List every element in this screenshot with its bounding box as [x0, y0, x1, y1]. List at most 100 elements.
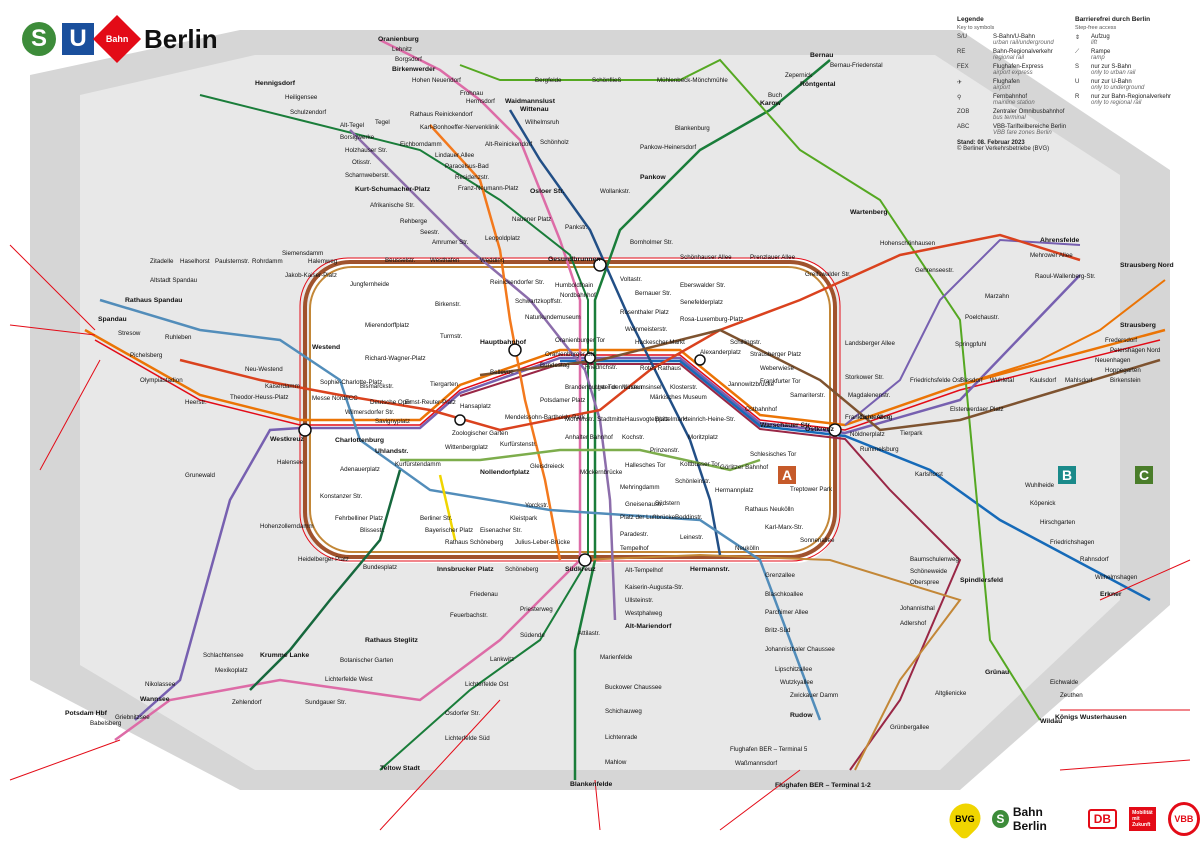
- station-label[interactable]: Innsbrucker Platz: [437, 566, 494, 573]
- station-label[interactable]: Borsigwerke: [340, 134, 375, 141]
- station-label[interactable]: Blankenburg: [675, 125, 710, 132]
- station-label[interactable]: Kurfürstendamm: [395, 461, 441, 468]
- station-label[interactable]: Wedding: [480, 257, 505, 264]
- station-label[interactable]: Teltow Stadt: [380, 765, 420, 772]
- station-label[interactable]: Parchimer Allee: [765, 609, 809, 616]
- station-label[interactable]: Hoppegarten: [1105, 367, 1141, 374]
- station-label[interactable]: Hermannplatz: [715, 487, 754, 494]
- station-label[interactable]: Südende: [520, 632, 545, 639]
- station-label[interactable]: Blissestr.: [360, 527, 385, 534]
- station-label[interactable]: Stadtmitte: [597, 416, 625, 423]
- station-label[interactable]: Humboldthain: [555, 282, 594, 289]
- station-label[interactable]: Nollendorfplatz: [480, 469, 530, 476]
- station-label[interactable]: Ernst-Reuter-Platz: [405, 399, 456, 406]
- hub-hauptbahnhof[interactable]: [508, 343, 522, 357]
- station-label[interactable]: Attilastr.: [578, 630, 601, 637]
- station-label[interactable]: Hermannstr.: [690, 566, 730, 573]
- station-label[interactable]: Nordbahnhof: [560, 292, 596, 299]
- station-label[interactable]: Märkisches Museum: [650, 394, 707, 401]
- station-label[interactable]: Baumschulenweg: [910, 556, 959, 563]
- station-label[interactable]: Borgsdorf: [395, 56, 422, 63]
- station-label[interactable]: Wutzkyallee: [780, 679, 814, 686]
- station-label[interactable]: Wilhelmsruh: [525, 119, 560, 126]
- station-label[interactable]: Schlachtensee: [203, 652, 244, 659]
- station-label[interactable]: Osloer Str.: [530, 188, 565, 195]
- station-label[interactable]: Unter den Linden: [595, 384, 643, 391]
- station-label[interactable]: Siemensdamm: [282, 250, 324, 257]
- station-label[interactable]: Britz-Süd: [765, 627, 791, 634]
- station-label[interactable]: Residenzstr.: [455, 174, 490, 181]
- station-label[interactable]: Landsberger Allee: [845, 340, 895, 347]
- station-label[interactable]: Rotes Rathaus: [640, 365, 681, 372]
- station-label[interactable]: Priesterweg: [520, 606, 553, 613]
- station-label[interactable]: Rummelsburg: [860, 446, 899, 453]
- station-label[interactable]: Lipschitzallee: [775, 666, 813, 673]
- station-label[interactable]: Bellevue: [490, 369, 514, 376]
- station-label[interactable]: Flughafen BER – Terminal 5: [730, 746, 808, 753]
- station-label[interactable]: Schillingstr.: [730, 339, 762, 346]
- station-label[interactable]: Schulzendorf: [290, 109, 327, 116]
- station-label[interactable]: Leinestr.: [680, 534, 704, 541]
- station-label[interactable]: Halensee: [277, 459, 304, 466]
- station-label[interactable]: Yorckstr.: [525, 502, 549, 509]
- station-label[interactable]: Eichwalde: [1050, 679, 1079, 686]
- station-label[interactable]: Gesundbrunnen: [548, 256, 601, 263]
- station-label[interactable]: Lichterfelde Süd: [445, 735, 490, 742]
- station-label[interactable]: Schöneberg: [505, 566, 539, 573]
- station-label[interactable]: Wannsee: [140, 696, 170, 703]
- station-label[interactable]: Tierpark: [900, 430, 923, 437]
- station-label[interactable]: Jannowitzbrücke: [728, 381, 775, 388]
- station-label[interactable]: Konstanzer Str.: [320, 493, 363, 500]
- station-label[interactable]: Spandau: [98, 316, 127, 323]
- station-label[interactable]: Johannisthal: [900, 605, 935, 612]
- station-label[interactable]: Seestr.: [420, 229, 440, 236]
- station-label[interactable]: Mahlsdorf: [1065, 377, 1093, 384]
- station-label[interactable]: Senefelderplatz: [680, 299, 723, 306]
- station-label[interactable]: Blaschkoallee: [765, 591, 804, 598]
- station-label[interactable]: Zepernick: [785, 72, 813, 79]
- station-label[interactable]: Oberspree: [910, 579, 940, 586]
- station-label[interactable]: Heinrich-Heine-Str.: [683, 416, 736, 423]
- hub-gesundbrunnen[interactable]: [593, 258, 607, 272]
- station-label[interactable]: Mierendorffplatz: [365, 322, 410, 329]
- station-label[interactable]: Wildau: [1040, 718, 1063, 725]
- station-label[interactable]: Elsterwerdaer Platz: [950, 406, 1004, 413]
- station-label[interactable]: Lankwitz: [490, 656, 515, 663]
- station-label[interactable]: Spindlersfeld: [960, 577, 1004, 584]
- station-label[interactable]: Springpfuhl: [955, 341, 987, 348]
- station-label[interactable]: Schichauweg: [605, 708, 642, 715]
- station-label[interactable]: Bundestag: [540, 362, 570, 369]
- station-label[interactable]: Mexikoplatz: [215, 667, 248, 674]
- station-label[interactable]: Marienfelde: [600, 654, 633, 661]
- station-label[interactable]: Raoul-Wallenberg-Str.: [1035, 273, 1096, 280]
- station-label[interactable]: Karl-Marx-Str.: [765, 524, 804, 531]
- station-label[interactable]: Zitadelle: [150, 258, 174, 265]
- station-label[interactable]: Lichterfelde West: [325, 676, 373, 683]
- station-label[interactable]: Rohrdamm: [252, 258, 283, 265]
- station-label[interactable]: Ruhleben: [165, 334, 192, 341]
- station-label[interactable]: Hohenzollerndamm: [260, 523, 314, 530]
- station-label[interactable]: Wollankstr.: [600, 188, 631, 195]
- station-label[interactable]: Stresow: [118, 330, 141, 337]
- station-label[interactable]: Wilmersdorfer Str.: [345, 409, 395, 416]
- station-label[interactable]: Klosterstr.: [670, 384, 698, 391]
- station-label[interactable]: Eisenacher Str.: [480, 527, 522, 534]
- station-label[interactable]: Schönholz: [540, 139, 569, 146]
- station-label[interactable]: Südstern: [655, 500, 680, 507]
- station-label[interactable]: Oranienburger Str.: [545, 351, 596, 358]
- station-label[interactable]: Hackescher Markt: [635, 339, 685, 346]
- hub-ostkreuz[interactable]: [828, 423, 842, 437]
- station-label[interactable]: Tegel: [375, 119, 390, 126]
- station-label[interactable]: Röntgental: [800, 81, 836, 88]
- station-label[interactable]: Adenauerplatz: [340, 466, 380, 473]
- station-label[interactable]: Afrikanische Str.: [370, 202, 415, 209]
- station-label[interactable]: Rosa-Luxemburg-Platz: [680, 316, 744, 323]
- station-label[interactable]: Pankstr.: [565, 224, 588, 231]
- station-label[interactable]: Olympiastadion: [140, 377, 183, 384]
- station-label[interactable]: Nöldnerplatz: [850, 431, 885, 438]
- station-label[interactable]: Gehrenseestr.: [915, 267, 954, 274]
- station-label[interactable]: Hausvogteiplatz: [625, 416, 670, 423]
- station-label[interactable]: Blankenfelde: [570, 781, 613, 788]
- station-label[interactable]: Adlershof: [900, 620, 927, 627]
- station-label[interactable]: Kurfürstenstr.: [500, 441, 537, 448]
